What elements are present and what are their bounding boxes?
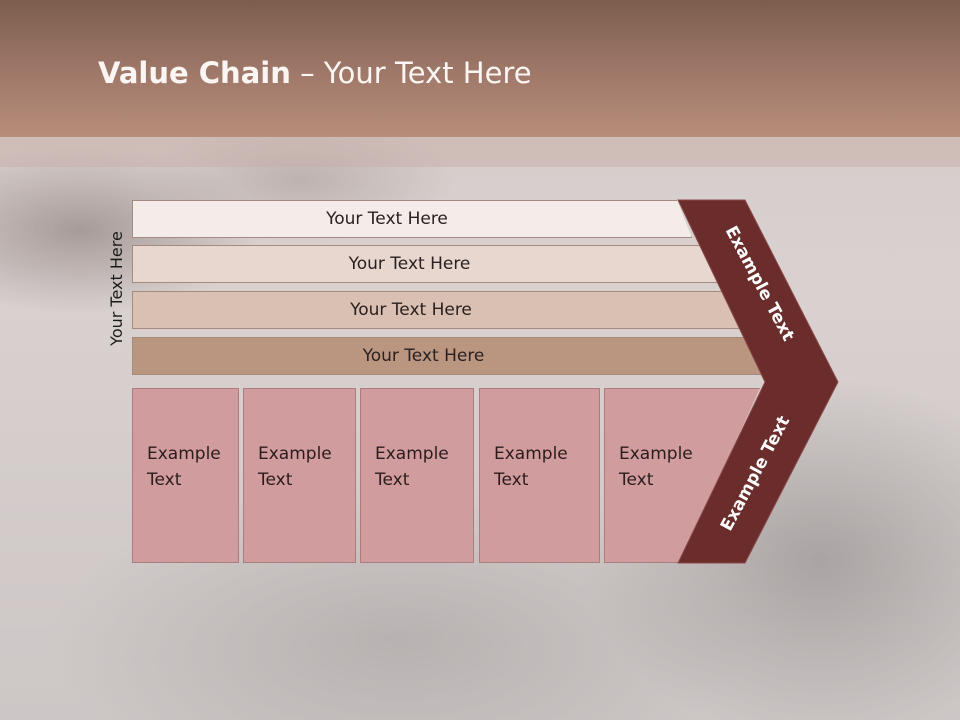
- primary-box-5-text: Example Text: [619, 444, 693, 490]
- primary-box-2: Example Text: [243, 388, 356, 563]
- header-strip: [0, 137, 960, 167]
- support-bar-2: Your Text Here: [132, 245, 737, 283]
- primary-box-1-text: Example Text: [147, 444, 221, 490]
- support-bar-4-text: Your Text Here: [362, 346, 485, 366]
- primary-box-4: Example Text: [479, 388, 600, 563]
- primary-box-3-text: Example Text: [375, 444, 449, 490]
- support-bar-2-text: Your Text Here: [348, 254, 471, 274]
- primary-box-4-text: Example Text: [494, 444, 568, 490]
- primary-box-3: Example Text: [360, 388, 474, 563]
- support-bar-3: Your Text Here: [132, 291, 740, 329]
- support-bar-1: Your Text Here: [132, 200, 692, 238]
- header-band: [0, 0, 960, 137]
- title-rest: – Your Text Here: [290, 56, 532, 90]
- primary-box-2-text: Example Text: [258, 444, 332, 490]
- support-bar-4: Your Text Here: [132, 337, 765, 375]
- slide-title: Value Chain – Your Text Here: [98, 56, 532, 90]
- chevron-shape: [677, 199, 839, 564]
- primary-box-1: Example Text: [132, 388, 239, 563]
- support-bar-1-text: Your Text Here: [326, 209, 448, 229]
- title-bold: Value Chain: [98, 56, 291, 90]
- support-bar-3-text: Your Text Here: [350, 300, 472, 320]
